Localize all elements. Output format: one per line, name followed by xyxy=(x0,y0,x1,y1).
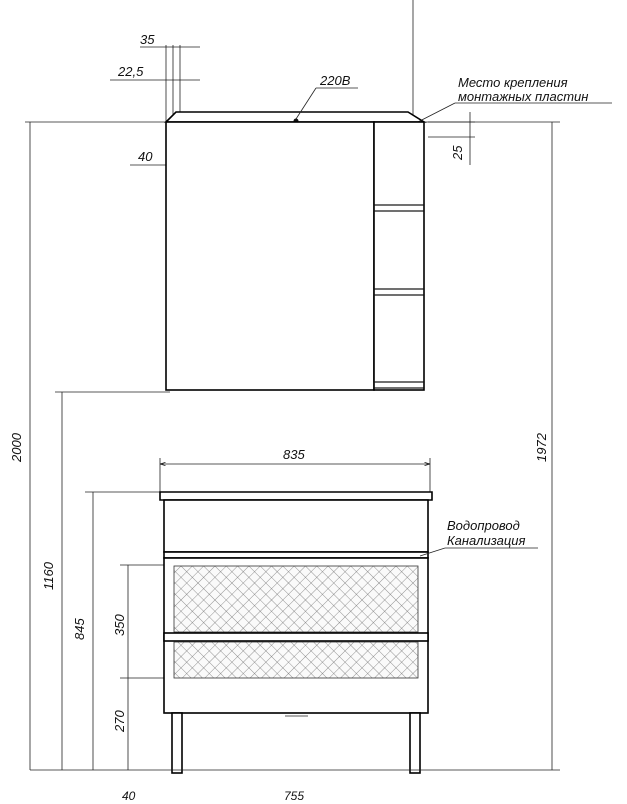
power-leader xyxy=(295,87,317,120)
dim-25-label: 25 xyxy=(450,145,465,161)
shelf xyxy=(373,381,425,389)
vanity-basin-body xyxy=(163,499,429,553)
dim-270-label: 270 xyxy=(112,710,127,733)
dim-835-label: 835 xyxy=(283,447,305,462)
dim-2000-label: 2000 xyxy=(9,432,24,463)
dim-22-5-label: 22,5 xyxy=(117,64,144,79)
plumbing-zone-upper xyxy=(173,565,419,633)
dim-1160-label: 1160 xyxy=(41,561,56,590)
vanity-countertop xyxy=(159,491,433,501)
vanity-leg-right xyxy=(409,712,421,774)
dim-845-label: 845 xyxy=(72,618,87,640)
vanity-middle-shelf xyxy=(163,632,429,642)
shelf xyxy=(373,288,425,296)
dim-bottom-left-label: 40 xyxy=(122,789,136,803)
dim-1972-label: 1972 xyxy=(534,432,549,462)
vanity-leg-left xyxy=(171,712,183,774)
water-label: Водопровод xyxy=(447,518,520,533)
sewer-label: Канализация xyxy=(447,533,525,548)
mirror-cabinet-door xyxy=(165,121,375,391)
vanity-shelf-top xyxy=(163,551,429,559)
mount-label-line2: монтажных пластин xyxy=(458,89,588,104)
power-label: 220В xyxy=(319,73,351,88)
dim-40-label: 40 xyxy=(138,149,153,164)
dim-350-label: 350 xyxy=(112,614,127,636)
mount-label-line1: Место крепления xyxy=(458,75,568,90)
plumbing-zone-lower xyxy=(173,641,419,679)
plumbing-leader xyxy=(419,547,446,557)
dim-bottom-mid-label: 755 xyxy=(284,789,304,803)
open-shelf-unit xyxy=(373,121,425,391)
dim-35-label: 35 xyxy=(140,32,155,47)
shelf xyxy=(373,204,425,212)
